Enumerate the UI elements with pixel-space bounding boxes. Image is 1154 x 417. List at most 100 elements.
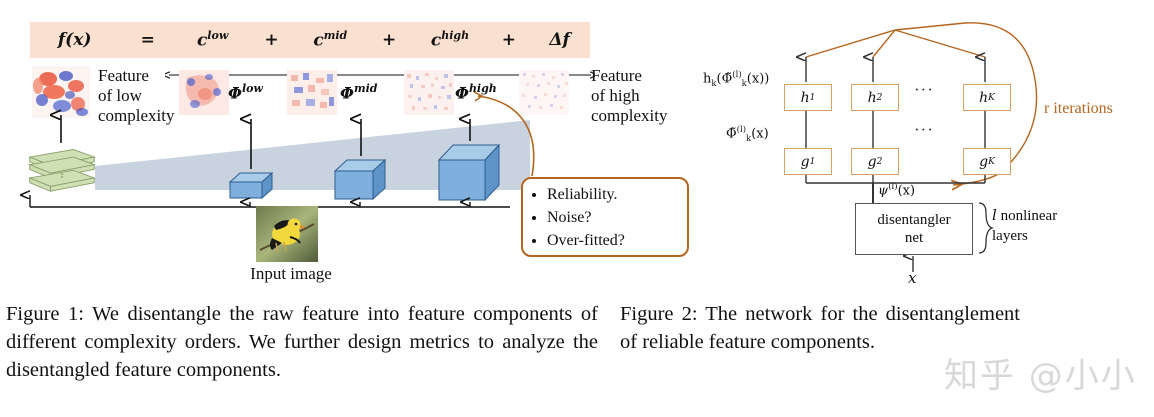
formula-c-high-base: c xyxy=(430,30,442,51)
psi-l: (l) xyxy=(888,182,898,192)
formula-c-mid: cmid xyxy=(294,29,367,51)
h-box-2-base: h xyxy=(867,89,877,106)
nonlinear-layers-l: l xyxy=(992,206,997,224)
formula-delta-f: Δf xyxy=(549,30,570,50)
h-box-k-base: h xyxy=(979,89,989,106)
h-output-x: (x)) xyxy=(746,71,770,87)
feature-map-low xyxy=(179,70,229,115)
phi-low-sup: low xyxy=(241,82,263,95)
phi-tilde-l: (l) xyxy=(736,125,747,135)
feature-high-line-1: Feature xyxy=(591,66,642,85)
phi-mid-base: Φ xyxy=(340,83,354,103)
feature-map-raw xyxy=(32,66,90,118)
formula-plus-2: + xyxy=(382,30,397,50)
ellipsis-bottom: ··· xyxy=(914,120,934,139)
phi-tilde-label: Φ̃(l)k(x) xyxy=(726,125,769,144)
figure2-wiring xyxy=(700,22,1038,272)
formula-equals: = xyxy=(140,30,155,50)
input-image-thumbnail xyxy=(256,206,318,262)
formula-c-mid-sup: mid xyxy=(323,29,348,43)
r-iterations-label: r iterations xyxy=(1044,100,1113,117)
h-box-2-sub: 2 xyxy=(876,92,883,103)
phi-mid-label: Φmid xyxy=(340,82,377,102)
disentangler-line-1: disentangler xyxy=(877,212,951,228)
phi-low-label: Φlow xyxy=(228,82,263,102)
feature-high-line-3: complexity xyxy=(591,106,668,125)
h-output-k2: k xyxy=(741,78,747,89)
g-box-1-base: g xyxy=(800,153,810,170)
disentangler-line-2: net xyxy=(904,230,924,246)
nonlinear-layers-text: nonlinear xyxy=(996,208,1058,224)
nonlinear-layers-line-2: layers xyxy=(992,228,1028,244)
feature-slabs-stack xyxy=(28,148,97,192)
h-output-phi: Φ̃ xyxy=(721,71,733,87)
feature-high-line-2: of high xyxy=(591,86,640,105)
feature-low-line-2: of low xyxy=(98,86,142,105)
formula-c-high: chigh xyxy=(411,29,488,51)
zhihu-watermark: 知乎 @小小 xyxy=(944,356,1137,396)
phi-mid-sup: mid xyxy=(353,82,378,95)
formula-c-low-base: c xyxy=(196,30,208,51)
g-box-2-base: g xyxy=(867,153,877,170)
conv-block-low xyxy=(228,171,274,200)
g-box-2-sub: 2 xyxy=(876,156,883,167)
feature-low-line-1: Feature xyxy=(98,66,149,85)
feature-high-complexity-label: Feature of high complexity xyxy=(591,66,696,126)
h-box-k-sub: K xyxy=(988,92,995,103)
g-box-1-sub: 1 xyxy=(809,156,816,167)
complexity-wedge xyxy=(95,120,530,190)
formula-c-mid-base: c xyxy=(313,30,324,51)
phi-high-base: Φ xyxy=(455,83,469,103)
figure-2-caption: Figure 2: The network for the disentangl… xyxy=(620,303,1020,353)
psi-x: (x) xyxy=(897,183,916,199)
formula-fx: f(x) xyxy=(57,30,92,50)
feature-map-high xyxy=(404,70,454,115)
psi-label: ψ(l)(x) xyxy=(878,182,915,198)
phi-high-label: Φhigh xyxy=(455,82,497,102)
metrics-callout: Reliability. Noise? Over-fitted? xyxy=(521,177,689,257)
formula-c-high-sup: high xyxy=(441,29,470,43)
input-x-symbol: x xyxy=(908,269,917,287)
formula-bar: f(x) = clow + cmid + chigh + Δf xyxy=(30,22,590,58)
disentangler-net-box: disentangler net xyxy=(855,203,973,255)
phi-high-sup: high xyxy=(468,82,497,95)
callout-item-noise: Noise? xyxy=(547,206,681,229)
phi-tilde-k: k xyxy=(746,133,752,144)
conv-block-high xyxy=(437,143,501,202)
g-box-k-sub: K xyxy=(988,156,995,167)
input-x-label: x xyxy=(908,269,916,287)
h-output-h: h xyxy=(703,71,712,87)
phi-low-base: Φ xyxy=(228,83,242,103)
phi-tilde-x: (x) xyxy=(751,126,769,142)
h-output-l: (l) xyxy=(732,70,742,80)
nonlinear-layers-line-1: l nonlinear xyxy=(992,205,1122,226)
feature-low-complexity-label: Feature of low complexity xyxy=(98,66,188,126)
figure-1-diagram: f(x) = clow + cmid + chigh + Δf xyxy=(0,0,700,290)
formula-c-low: clow xyxy=(176,29,249,51)
h-output-label: hk(Φ̃(l)k(x)) xyxy=(703,70,770,89)
callout-pointer xyxy=(473,91,535,177)
g-box-k-base: g xyxy=(979,153,989,170)
formula-c-low-sup: low xyxy=(207,29,229,43)
h-box-1-base: h xyxy=(800,89,810,106)
psi-base: ψ xyxy=(878,183,889,199)
conv-block-mid xyxy=(333,158,387,201)
feature-map-residual xyxy=(519,70,569,115)
formula-plus-3: + xyxy=(501,30,516,50)
callout-item-overfitted: Over-fitted? xyxy=(547,229,681,252)
ellipsis-top: ··· xyxy=(914,80,934,99)
figure-1-caption: Figure 1: We disentangle the raw feature… xyxy=(6,303,598,381)
feature-map-mid xyxy=(287,70,337,115)
phi-tilde-base: Φ̃ xyxy=(726,126,737,142)
h-box-1-sub: 1 xyxy=(809,92,816,103)
formula-plus-1: + xyxy=(264,30,279,50)
feature-low-line-3: complexity xyxy=(98,106,175,125)
